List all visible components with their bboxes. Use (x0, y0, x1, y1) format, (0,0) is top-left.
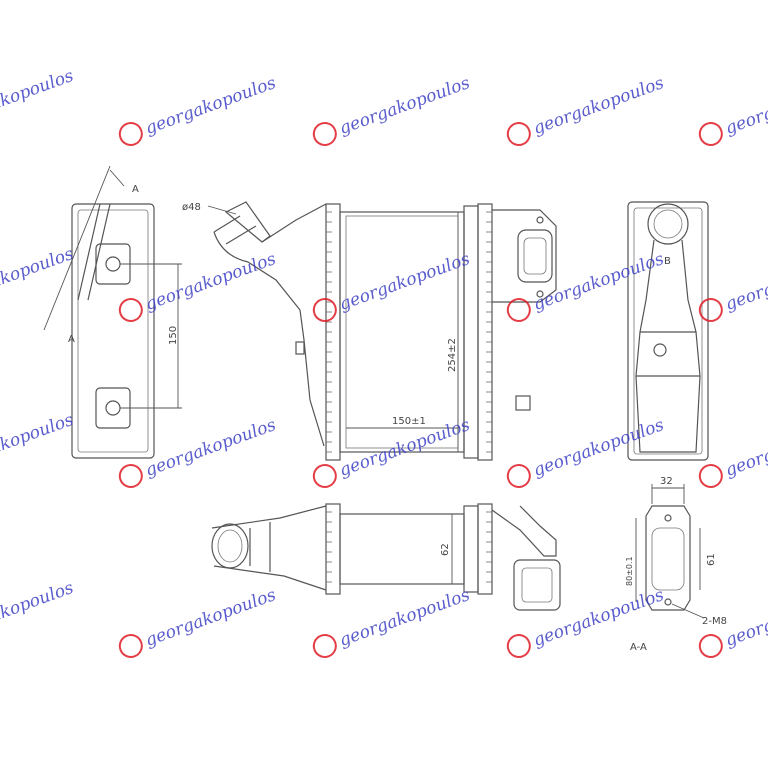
watermark-text: georgakopoulos (723, 585, 768, 651)
detail-b-label: B (664, 256, 671, 267)
watermark-text: georgakopoulos (723, 73, 768, 139)
watermark-text: georgakopoulos (143, 585, 279, 651)
watermark-text: georgakopoulos (143, 249, 279, 315)
watermark-layer: georgakopoulos georgakopoulos georgakopo… (0, 66, 768, 658)
watermark-text: georgakopoulos (531, 249, 667, 315)
left-side-view: A A 150 (43, 165, 182, 459)
front-view: ø48 254±2 150±1 (182, 201, 557, 461)
watermark-logo-icon (698, 121, 723, 146)
section-mark-bottom: A (68, 334, 75, 345)
watermark-logo-icon (312, 633, 337, 658)
section-mark-top: A (132, 184, 139, 195)
watermark-logo-icon (698, 297, 723, 322)
watermark-logo-icon (506, 463, 531, 488)
watermark-logo-icon (118, 633, 143, 658)
flange-height-dimension: 61 (706, 553, 717, 566)
inlet-diameter-label: ø48 (182, 202, 201, 213)
watermark-text: georgakopoulos (531, 585, 667, 651)
watermark-logo-icon (698, 463, 723, 488)
watermark-text: georgakopoulos (0, 410, 76, 476)
right-side-view: B (627, 201, 709, 461)
watermark-logo-icon (118, 121, 143, 146)
watermark-text: georgakopoulos (143, 73, 279, 139)
watermark-logo-icon (506, 633, 531, 658)
core-depth-dimension: 62 (440, 543, 451, 556)
watermark-text: georgakopoulos (531, 415, 667, 481)
watermark-logo-icon (312, 463, 337, 488)
watermark-text: georgakopoulos (531, 73, 667, 139)
section-a-a-detail: 32 61 80±0.1 2-M8 A-A (625, 476, 727, 653)
watermark-logo-icon (312, 121, 337, 146)
watermark-text: georgakopoulos (143, 415, 279, 481)
flange-pitch-dimension: 80±0.1 (625, 556, 634, 586)
core-width-dimension: 150±1 (392, 416, 426, 427)
watermark-logo-icon (312, 297, 337, 322)
watermark-logo-icon (698, 633, 723, 658)
flange-width-dimension: 32 (660, 476, 673, 487)
dimension-150: 150 (168, 326, 179, 345)
watermark-text: georgakopoulos (723, 415, 768, 481)
watermark-text: georgakopoulos (0, 66, 76, 132)
mount-bolts-label: 2-M8 (702, 616, 727, 627)
watermark-logo-icon (506, 121, 531, 146)
section-a-a-label: A-A (630, 642, 647, 653)
top-view: 62 (211, 503, 561, 611)
watermark-text: georgakopoulos (337, 73, 473, 139)
watermark-logo-icon (506, 297, 531, 322)
watermark-text: georgakopoulos (0, 578, 76, 644)
watermark-text: georgakopoulos (723, 249, 768, 315)
watermark-text: georgakopoulos (337, 585, 473, 651)
core-height-dimension: 254±2 (447, 338, 458, 372)
watermark-text: georgakopoulos (337, 249, 473, 315)
watermark-logo-icon (118, 297, 143, 322)
watermark-logo-icon (118, 463, 143, 488)
